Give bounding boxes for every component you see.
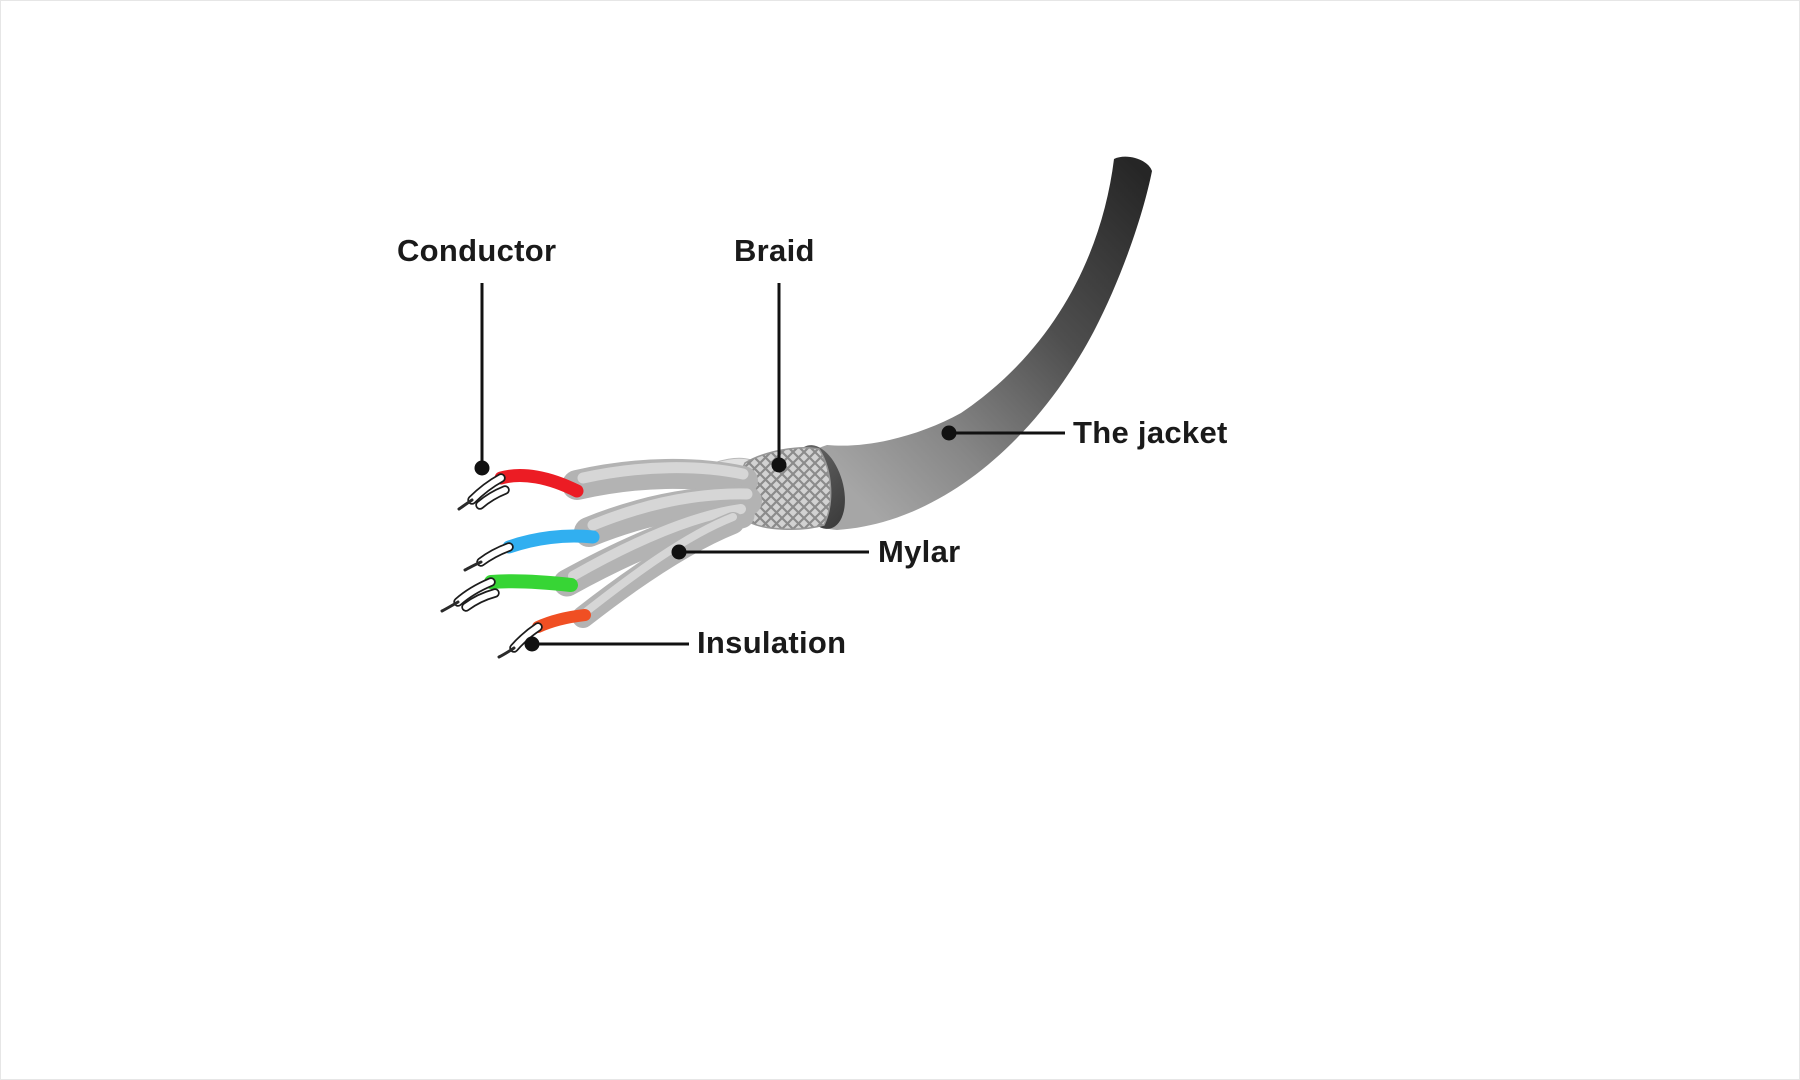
leader-dots	[474, 425, 957, 652]
jacket-shape	[791, 156, 1152, 530]
braid-shape	[739, 447, 832, 531]
insulation-label: Insulation	[697, 625, 847, 660]
green-wire	[484, 574, 578, 592]
blue-wire	[502, 529, 600, 554]
bare-conductor-tips	[440, 498, 516, 659]
jacket-dot	[941, 425, 957, 441]
mylar-tubes	[553, 458, 762, 628]
mylar-tube-mid-highlight	[587, 488, 753, 531]
braid-label: Braid	[734, 233, 815, 268]
conductor-label: Conductor	[397, 233, 557, 268]
mylar-tube-lower-highlight	[568, 504, 746, 581]
mylar-dot	[671, 544, 687, 560]
stripped-wire-tips	[453, 473, 543, 653]
insulation-dot	[524, 636, 540, 652]
mylar-label: Mylar	[878, 534, 961, 569]
braid-dot	[771, 457, 787, 473]
mylar-tube-top-highlight	[577, 462, 749, 484]
jacket-label: The jacket	[1073, 415, 1228, 450]
mylar-tube-top	[562, 458, 758, 500]
conductor-dot	[474, 460, 490, 476]
leader-lines	[480, 283, 1065, 646]
red-wire	[494, 469, 584, 498]
mylar-tube-bottom-highlight	[583, 513, 737, 615]
